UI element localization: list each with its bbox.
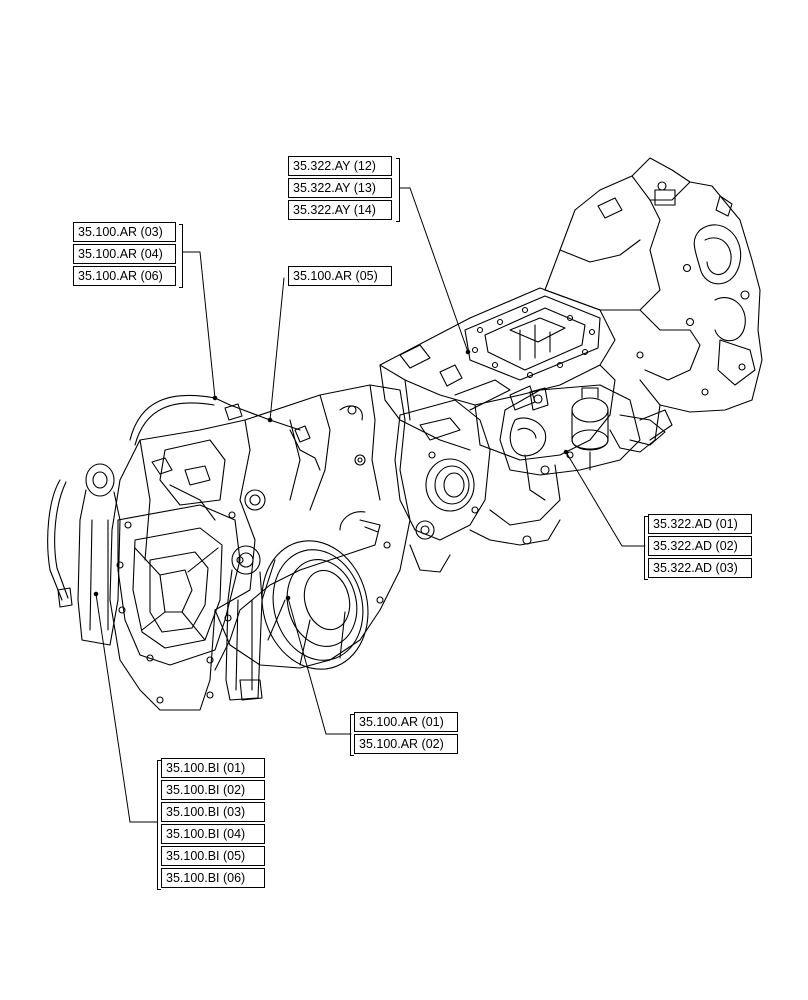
callout-bracket-ad: [644, 516, 648, 580]
callout-35-322-ad-01[interactable]: 35.322.AD (01): [648, 514, 752, 534]
callout-35-100-ar-02[interactable]: 35.100.AR (02): [354, 734, 458, 754]
leader-lines: [93, 187, 646, 823]
clutch-ring: [261, 540, 369, 670]
callout-35-100-ar-01[interactable]: 35.100.AR (01): [354, 712, 458, 732]
front-housing: [214, 384, 411, 669]
hydraulic-pipes: [47, 394, 381, 671]
callout-35-322-ay-13[interactable]: 35.322.AY (13): [288, 178, 392, 198]
hydraulic-valve-assembly: [489, 384, 666, 545]
callout-35-322-ay-14[interactable]: 35.322.AY (14): [288, 200, 392, 220]
bell-housing: [109, 419, 266, 711]
callout-group-35-322-ad: 35.322.AD (01) 35.322.AD (02) 35.322.AD …: [648, 514, 752, 578]
leader-ar-b: [287, 597, 352, 735]
leader-ad: [565, 451, 646, 547]
callout-group-35-100-ar-b: 35.100.AR (01) 35.100.AR (02): [354, 712, 458, 754]
callout-35-100-ar-06[interactable]: 35.100.AR (06): [73, 266, 176, 286]
callout-35-322-ay-12[interactable]: 35.322.AY (12): [288, 156, 392, 176]
leader-bi: [95, 593, 158, 823]
callout-35-100-bi-01[interactable]: 35.100.BI (01): [161, 758, 265, 778]
callout-group-35-322-ay: 35.322.AY (12) 35.322.AY (13) 35.322.AY …: [288, 156, 392, 220]
callout-35-100-ar-03[interactable]: 35.100.AR (03): [73, 222, 176, 242]
side-flange-housing: [394, 399, 561, 573]
callout-group-35-100-ar-05: 35.100.AR (05): [288, 266, 392, 286]
callout-35-100-bi-06[interactable]: 35.100.BI (06): [161, 868, 265, 888]
callout-35-322-ad-03[interactable]: 35.322.AD (03): [648, 558, 752, 578]
center-housing: [379, 287, 616, 461]
callout-35-100-ar-04[interactable]: 35.100.AR (04): [73, 244, 176, 264]
callout-bracket-ay: [396, 158, 400, 222]
callout-bracket-ar-b: [350, 714, 354, 756]
callout-group-35-100-ar-a: 35.100.AR (03) 35.100.AR (04) 35.100.AR …: [73, 222, 176, 286]
leader-ar-a: [182, 251, 216, 399]
hydraulic-cylinders: [77, 463, 263, 701]
callout-group-35-100-bi: 35.100.BI (01) 35.100.BI (02) 35.100.BI …: [161, 758, 265, 888]
callout-35-100-bi-02[interactable]: 35.100.BI (02): [161, 780, 265, 800]
callout-35-100-bi-03[interactable]: 35.100.BI (03): [161, 802, 265, 822]
callout-35-322-ad-02[interactable]: 35.322.AD (02): [648, 536, 752, 556]
rear-axle-housing: [544, 157, 763, 453]
callout-35-100-bi-05[interactable]: 35.100.BI (05): [161, 846, 265, 866]
callout-35-100-ar-05[interactable]: 35.100.AR (05): [288, 266, 392, 286]
leader-ay: [399, 187, 469, 353]
callout-35-100-bi-04[interactable]: 35.100.BI (04): [161, 824, 265, 844]
leader-ar-single: [269, 277, 285, 421]
callout-bracket-bi: [157, 760, 161, 890]
callout-bracket-ar-a: [179, 224, 183, 288]
